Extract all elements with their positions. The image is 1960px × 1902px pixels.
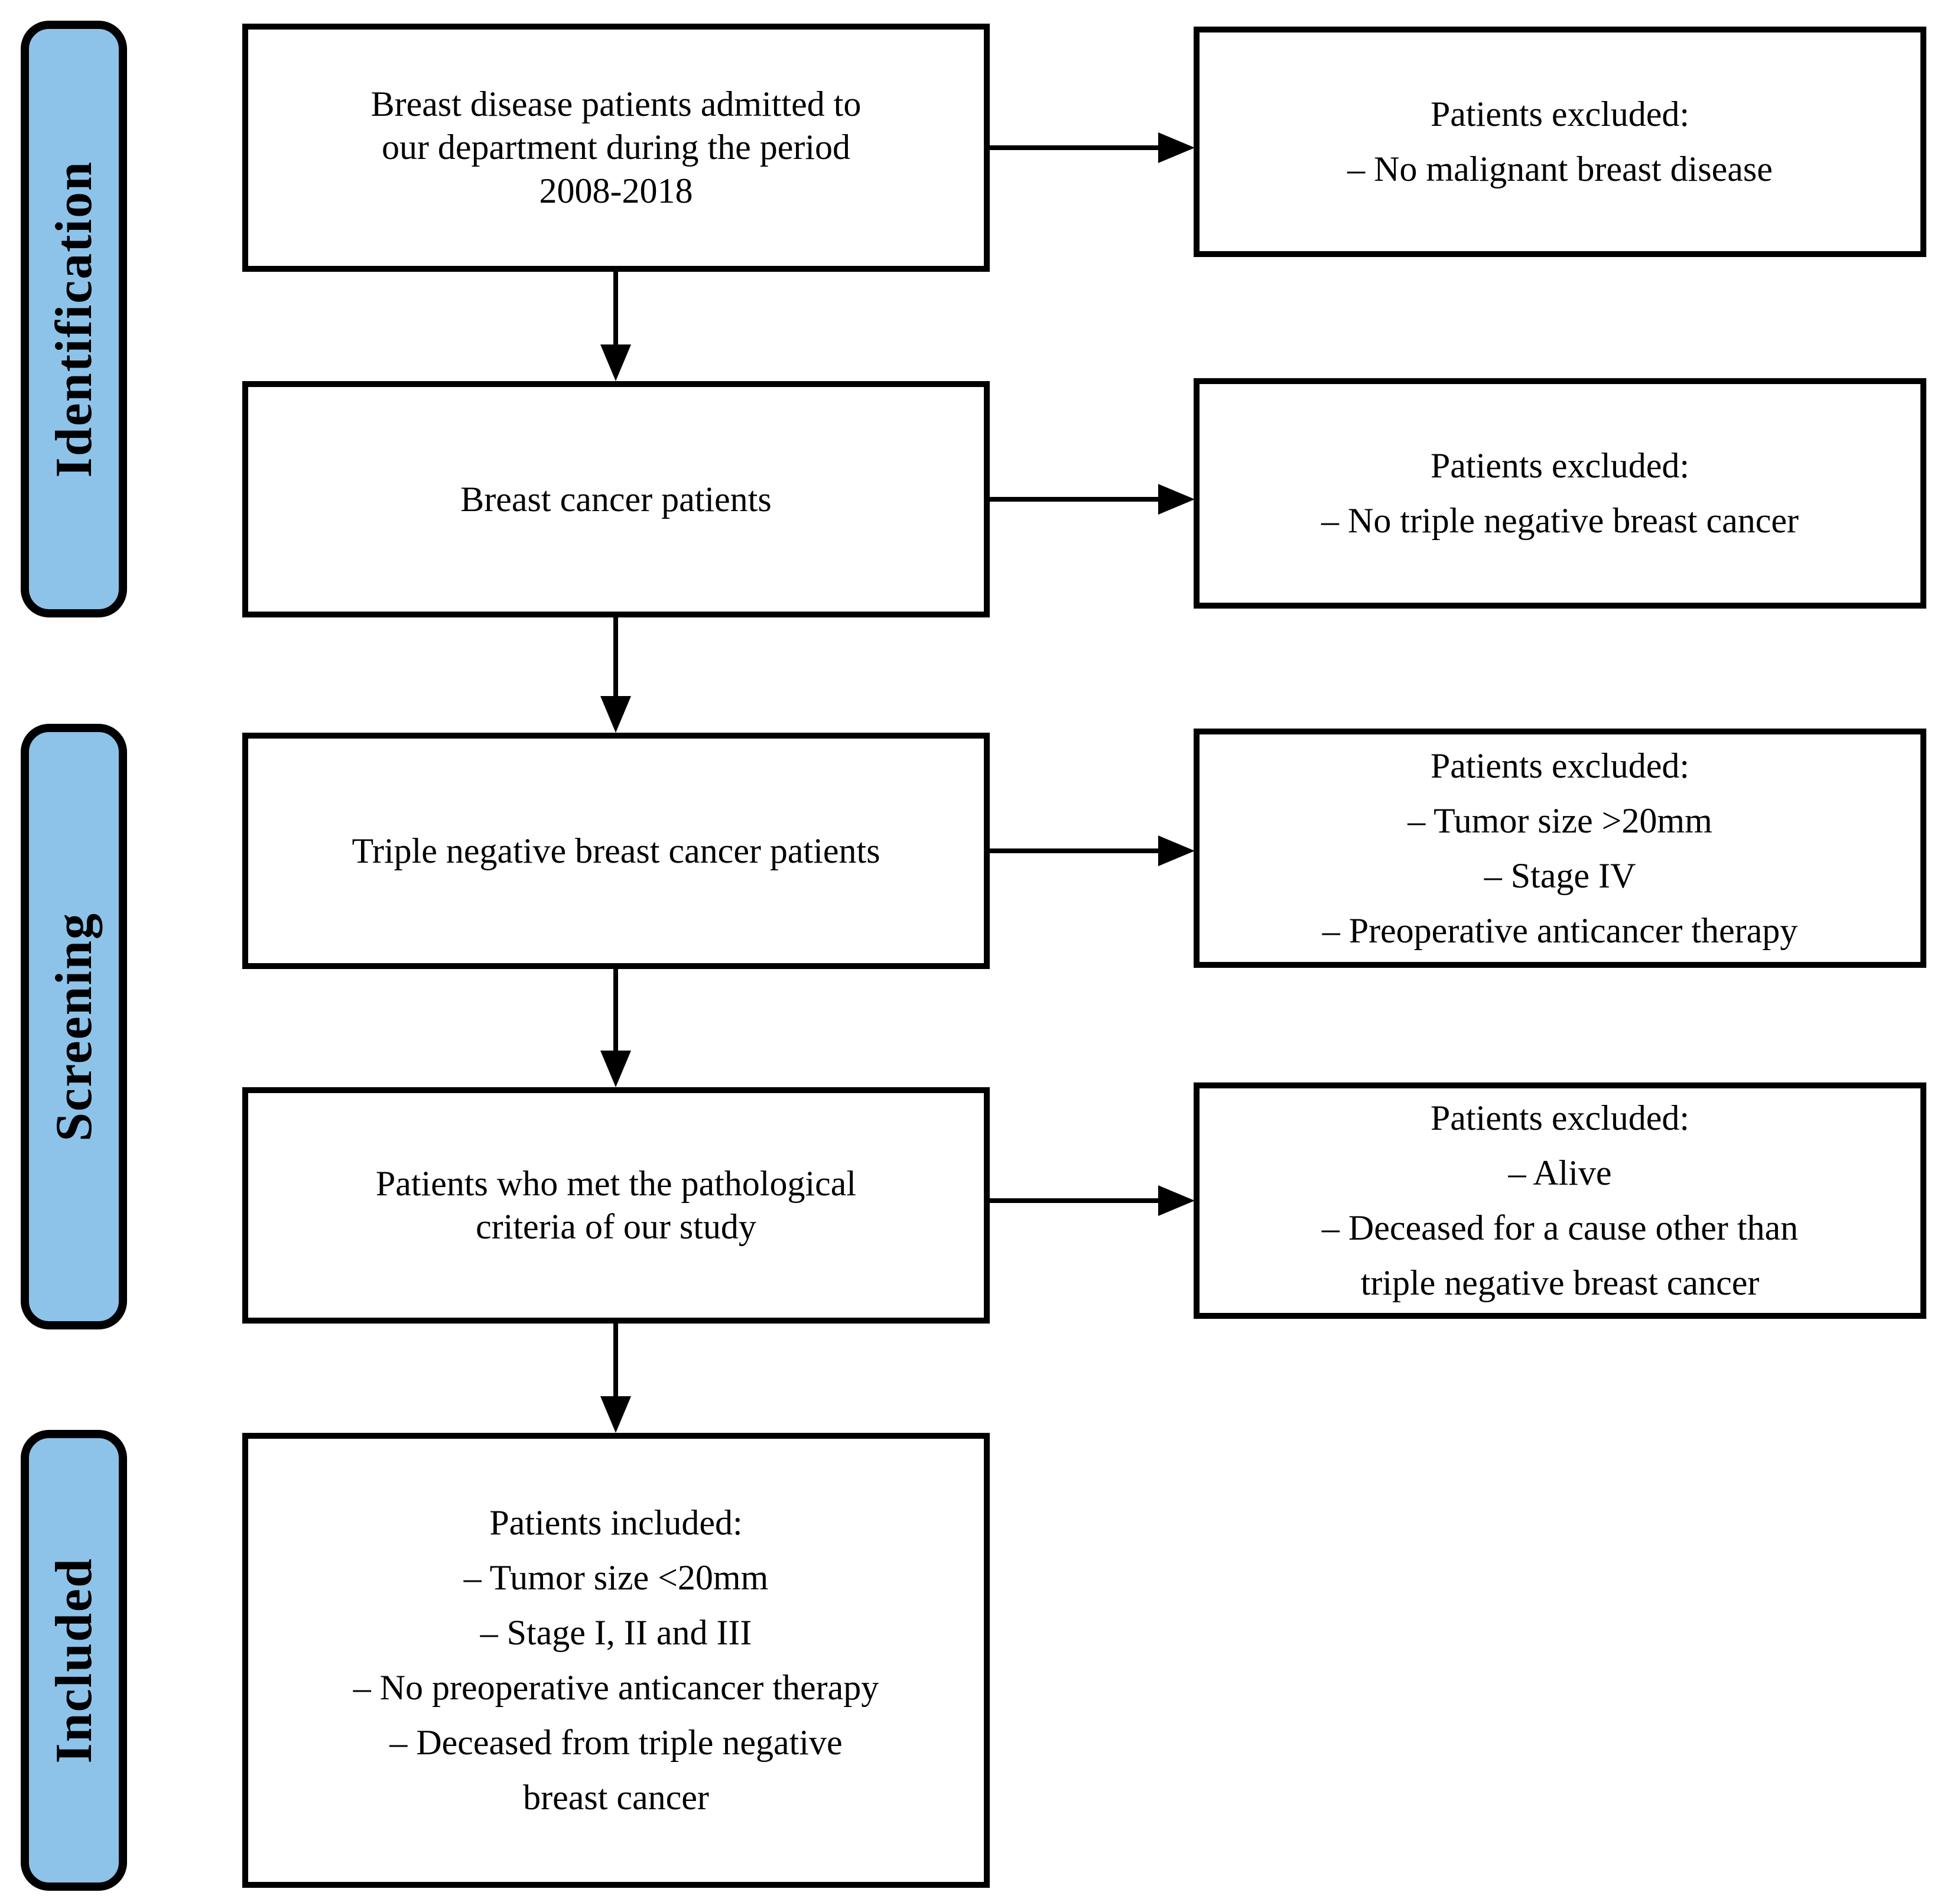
- excluded-box-alive-other-cause: Patients excluded: – Alive – Deceased fo…: [1194, 1082, 1926, 1319]
- arrowhead-right-excluded1-icon: [1158, 132, 1195, 163]
- arrowhead-down-box5-icon: [600, 1396, 631, 1433]
- excluded-box-tumor-stage-therapy-text: Patients excluded: – Tumor size >20mm – …: [1322, 746, 1798, 950]
- flow-box-breast-cancer-patients-text: Breast cancer patients: [460, 480, 772, 519]
- arrowhead-down-box2-icon: [600, 344, 631, 381]
- stage-screening-label: Screening: [45, 912, 103, 1142]
- flow-box-patients-included: Patients included: – Tumor size <20mm – …: [242, 1433, 990, 1888]
- arrow-line-box3-to-box4: [613, 969, 618, 1052]
- flow-box-patients-included-text: Patients included: – Tumor size <20mm – …: [353, 1503, 879, 1817]
- arrow-line-box1-to-box2: [613, 272, 618, 346]
- flow-box-triple-negative-patients: Triple negative breast cancer patients: [242, 733, 990, 969]
- arrow-line-box4-to-excluded4: [990, 1198, 1159, 1203]
- arrowhead-right-excluded4-icon: [1158, 1185, 1195, 1216]
- flow-box-triple-negative-patients-text: Triple negative breast cancer patients: [352, 831, 880, 870]
- flow-box-pathological-criteria-text: Patients who met the pathological criter…: [375, 1163, 857, 1246]
- arrow-line-box4-to-box5: [613, 1324, 618, 1397]
- excluded-box-alive-other-cause-text: Patients excluded: – Alive – Deceased fo…: [1321, 1098, 1799, 1302]
- stage-screening: Screening: [21, 724, 127, 1329]
- stage-identification-label: Identification: [45, 160, 103, 478]
- flow-box-breast-cancer-patients: Breast cancer patients: [242, 381, 990, 617]
- arrow-line-box2-to-box3: [613, 617, 618, 697]
- excluded-box-tumor-stage-therapy: Patients excluded: – Tumor size >20mm – …: [1194, 729, 1926, 968]
- arrowhead-right-excluded3-icon: [1158, 835, 1195, 866]
- flow-box-breast-disease-patients: Breast disease patients admitted to our …: [242, 24, 990, 272]
- excluded-box-no-triple-negative-text: Patients excluded: – No triple negative …: [1321, 446, 1799, 540]
- flow-box-breast-disease-patients-text: Breast disease patients admitted to our …: [370, 84, 862, 210]
- stage-included-label: Included: [45, 1557, 103, 1764]
- stage-identification: Identification: [21, 21, 127, 617]
- flow-box-pathological-criteria: Patients who met the pathological criter…: [242, 1087, 990, 1324]
- arrow-line-box2-to-excluded2: [990, 497, 1159, 502]
- arrowhead-down-box4-icon: [600, 1051, 631, 1087]
- arrow-line-box3-to-excluded3: [990, 848, 1159, 853]
- excluded-box-no-triple-negative: Patients excluded: – No triple negative …: [1194, 378, 1926, 609]
- excluded-box-no-malignant-text: Patients excluded: – No malignant breast…: [1347, 95, 1773, 188]
- arrow-line-box1-to-excluded1: [990, 145, 1159, 150]
- arrowhead-right-excluded2-icon: [1158, 484, 1195, 515]
- stage-included: Included: [21, 1430, 127, 1891]
- arrowhead-down-box3-icon: [600, 696, 631, 733]
- excluded-box-no-malignant: Patients excluded: – No malignant breast…: [1194, 27, 1926, 257]
